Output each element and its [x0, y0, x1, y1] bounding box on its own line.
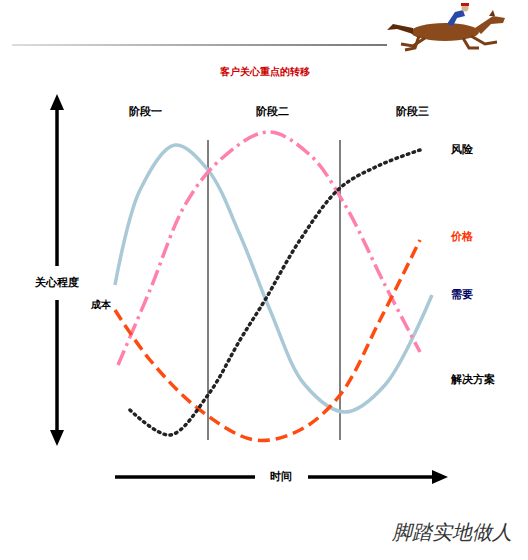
- arrow-head: [50, 94, 64, 110]
- axis-line: [55, 300, 59, 436]
- chart-title: 客户关心重点的转移: [218, 66, 312, 78]
- header-rule: [12, 44, 387, 46]
- time-axis: [308, 475, 436, 479]
- arrow-head: [432, 470, 448, 484]
- series-label: 价格: [449, 230, 475, 243]
- risk-curve: [130, 150, 420, 435]
- series-label: 风险: [449, 143, 475, 156]
- time-axis: [115, 475, 255, 479]
- signature: 脚踏实地做人: [390, 520, 514, 544]
- series-label: 需要: [449, 288, 475, 301]
- stage-label: 阶段一: [127, 105, 164, 118]
- axis-label: 时间: [268, 470, 294, 483]
- axis-line: [55, 104, 59, 266]
- series-label: 解决方案: [449, 373, 497, 386]
- arrow-head: [50, 430, 64, 446]
- stage-label: 阶段二: [254, 105, 291, 118]
- series-label: 成本: [89, 299, 113, 311]
- horse-icon: [387, 3, 505, 50]
- axis-label: 关心程度: [33, 276, 81, 289]
- stage-label: 阶段三: [394, 105, 431, 118]
- price-curve: [115, 240, 420, 440]
